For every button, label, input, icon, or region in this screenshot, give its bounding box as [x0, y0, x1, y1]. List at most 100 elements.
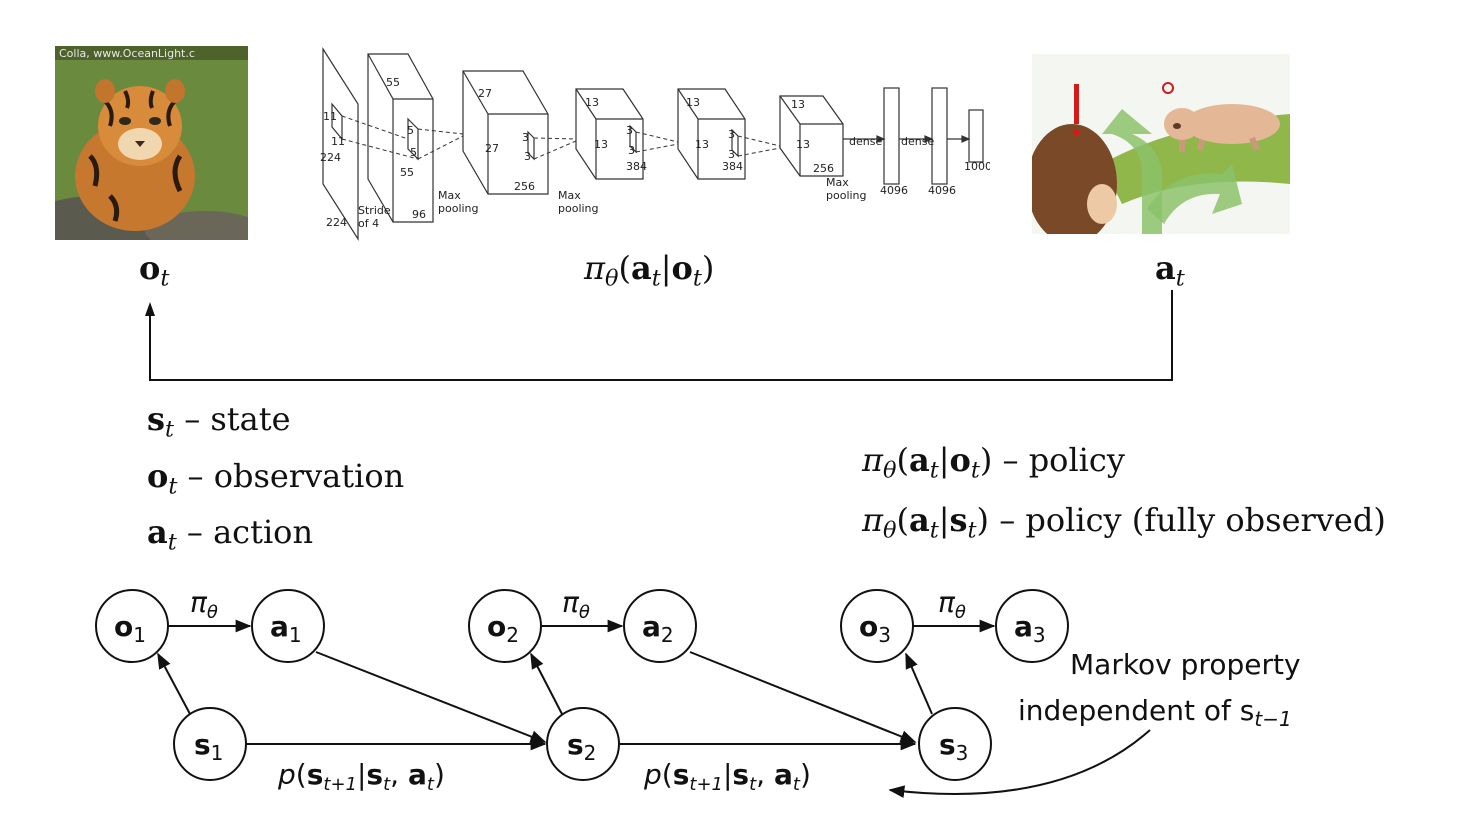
layer2-kernel-a: 3	[522, 131, 529, 144]
markov-pointer-arrow	[888, 729, 1151, 799]
conv-layer-2	[462, 70, 549, 195]
edge-a1-s2	[315, 651, 547, 743]
dense-layer-1	[883, 87, 900, 185]
node-a1	[251, 589, 325, 663]
markov-line-1: Markov property	[1070, 648, 1301, 681]
transition-label-1: p(st+1|st, at)	[277, 758, 445, 795]
layer3-channels-label: 384	[626, 160, 647, 173]
policy-definition: πθ(at|ot) – policy	[862, 441, 1125, 484]
layer5-depth-label: 13	[791, 98, 805, 111]
layer3-depth-label: 13	[585, 96, 599, 109]
layer2-depth-label: 27	[478, 87, 492, 100]
conv-layer-3	[575, 88, 644, 180]
node-s3	[918, 707, 992, 781]
layer1-height-label: 55	[400, 166, 414, 179]
dense1-label: dense	[849, 135, 882, 148]
pool2-line2: pooling	[558, 202, 599, 215]
node-s1-label: s1	[194, 728, 223, 765]
layer3-height-label: 13	[594, 138, 608, 151]
tiger-illustration: Colla, www.OceanLight.c	[55, 46, 248, 240]
layer1-channels-label: 96	[412, 208, 426, 221]
layer2-height-label: 27	[485, 142, 499, 155]
layer4-height-label: 13	[695, 138, 709, 151]
observation-label: ot	[139, 249, 170, 292]
layer3-kernel-a: 3	[626, 124, 633, 137]
layer4-kernel-b: 3	[728, 148, 735, 161]
layer1-depth-label: 55	[386, 76, 400, 89]
node-s3-label: s3	[939, 728, 968, 765]
pool1-line1: Max	[438, 189, 461, 202]
alert-icon	[1162, 82, 1174, 94]
layer2-channels-label: 256	[514, 180, 535, 193]
layer5-height-label: 13	[796, 138, 810, 151]
layer1-kernel-b: 5	[410, 146, 417, 159]
policy-full-definition: πθ(at|st) – policy (fully observed)	[862, 501, 1386, 544]
layer4-channels-label: 384	[722, 160, 743, 173]
pool3-line1: Max	[826, 176, 849, 189]
markov-line-2: independent of st−1	[1018, 694, 1292, 731]
node-a2	[623, 589, 697, 663]
stride-label-line1: Stride	[358, 204, 391, 217]
pi-label-1: πθ	[190, 586, 218, 623]
observation-image: Colla, www.OceanLight.c	[55, 46, 248, 240]
fc1-size-label: 4096	[880, 184, 908, 197]
exclamation-icon	[1074, 84, 1079, 124]
layer2-kernel-b: 3	[524, 150, 531, 163]
state-definition: st – state	[147, 400, 291, 443]
node-a3	[995, 589, 1069, 663]
action-image	[1032, 54, 1290, 234]
node-o2	[468, 589, 542, 663]
edge-s3-o3	[905, 652, 933, 715]
conv-layer-1	[367, 53, 434, 223]
photo-watermark: Colla, www.OceanLight.c	[59, 47, 195, 60]
conv-layer-4	[677, 88, 746, 180]
dense-layer-2	[931, 87, 948, 185]
output-size-label: 1000	[964, 160, 990, 173]
escape-illustration	[1032, 54, 1290, 234]
action-definition: at – action	[147, 513, 314, 557]
definitions-left: st – state ot – observation at – action	[147, 396, 404, 566]
node-o3	[840, 589, 914, 663]
input-plane	[322, 46, 359, 242]
node-a3-label: a3	[1014, 610, 1046, 647]
kernel-label-2: 11	[331, 135, 345, 148]
pi-label-3: πθ	[938, 586, 966, 623]
edge-s2-o2	[530, 652, 563, 715]
pool3-line2: pooling	[826, 189, 867, 202]
input-height-label: 224	[320, 151, 341, 164]
layer4-kernel-a: 3	[728, 128, 735, 141]
output-layer	[968, 109, 984, 163]
escape-arrow-right	[1147, 164, 1242, 224]
pool1-line2: pooling	[438, 202, 479, 215]
layer3-kernel-b: 3	[628, 144, 635, 157]
fc2-size-label: 4096	[928, 184, 956, 197]
dense2-label: dense	[901, 135, 934, 148]
node-o1-label: o1	[114, 610, 146, 647]
node-a1-label: a1	[270, 610, 302, 647]
action-label: at	[1155, 249, 1185, 292]
policy-label: πθ(at|ot)	[584, 249, 715, 292]
pool2-line1: Max	[558, 189, 581, 202]
node-o3-label: o3	[859, 610, 891, 647]
transition-label-2: p(st+1|st, at)	[643, 758, 811, 795]
node-a2-label: a2	[642, 610, 674, 647]
cnn-architecture-diagram: 224 224 11 11 55 55 96 5 5 Stride of 4 M…	[320, 46, 990, 242]
layer5-channels-label: 256	[813, 162, 834, 175]
stride-label-line2: of 4	[358, 217, 379, 230]
edge-a2-s3	[689, 651, 917, 743]
kernel-label-1: 11	[323, 110, 337, 123]
edge-s1-o1	[157, 652, 191, 715]
layer4-depth-label: 13	[686, 96, 700, 109]
pi-label-2: πθ	[562, 586, 590, 623]
input-width-label: 224	[326, 216, 347, 229]
layer1-kernel-a: 5	[407, 124, 414, 137]
observation-definition: ot – observation	[147, 456, 405, 500]
node-s2-label: s2	[567, 728, 596, 765]
node-o1	[95, 589, 169, 663]
escape-arrow-left	[1102, 109, 1162, 234]
node-o2-label: o2	[487, 610, 519, 647]
node-s1	[173, 707, 247, 781]
node-s2	[546, 707, 620, 781]
